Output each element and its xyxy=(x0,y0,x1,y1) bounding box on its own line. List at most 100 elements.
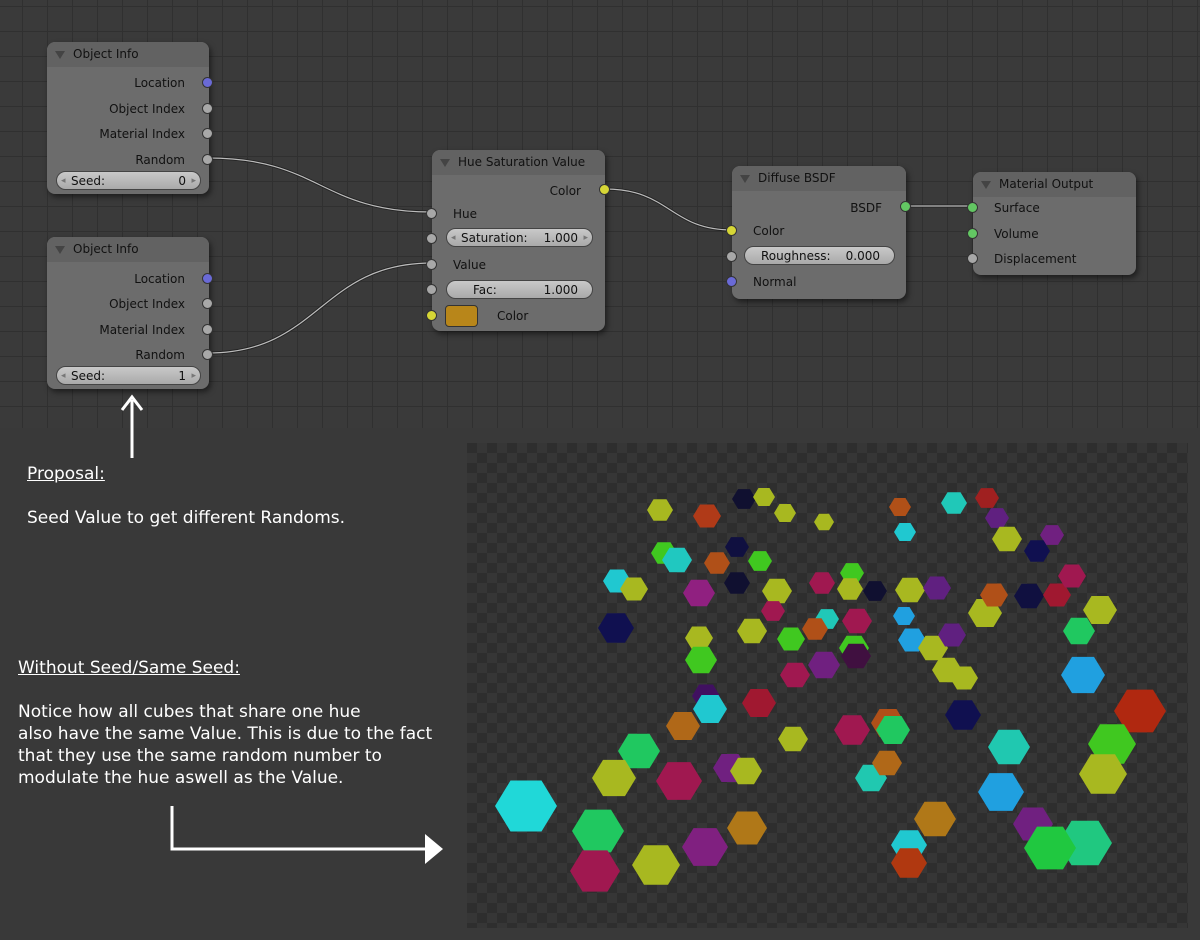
cube xyxy=(980,583,1008,607)
socket-random[interactable] xyxy=(202,154,213,165)
cube xyxy=(725,537,749,557)
cube xyxy=(841,643,871,669)
roughness-field[interactable]: Roughness: 0.000 xyxy=(744,246,895,265)
cube xyxy=(761,601,785,621)
fac-value: 1.000 xyxy=(543,282,578,297)
socket-displacement[interactable] xyxy=(967,253,978,264)
roughness-value: 0.000 xyxy=(845,248,880,263)
node-editor[interactable]: Object Info Location Object Index Materi… xyxy=(0,0,1200,428)
cube xyxy=(732,489,756,509)
diffuse-bsdf-node[interactable]: Diffuse BSDF BSDF Color Roughness: 0.000… xyxy=(726,166,911,299)
cube xyxy=(1014,583,1044,609)
cube xyxy=(780,662,810,688)
cube xyxy=(808,651,840,679)
cube xyxy=(1079,754,1127,794)
cube xyxy=(1083,596,1117,624)
hue-saturation-value-node[interactable]: Hue Saturation Value Color Hue Saturatio… xyxy=(426,150,610,331)
cube xyxy=(662,547,692,573)
fac-field[interactable]: Fac: 1.000 xyxy=(446,280,593,299)
cube xyxy=(872,750,902,776)
cube xyxy=(898,628,926,652)
input-displacement: Displacement xyxy=(994,252,1077,266)
input-volume: Volume xyxy=(994,227,1039,241)
material-output-node[interactable]: Material Output Surface Volume Displacem… xyxy=(967,172,1136,275)
saturation-value: 1.000 xyxy=(543,230,578,245)
socket-material-index[interactable] xyxy=(202,324,213,335)
cube xyxy=(941,492,967,514)
cube xyxy=(666,712,700,740)
proposal-heading: Proposal: xyxy=(27,464,105,484)
cube xyxy=(914,801,956,837)
input-surface: Surface xyxy=(994,201,1040,215)
socket-roughness[interactable] xyxy=(726,251,737,262)
cube xyxy=(1088,724,1136,764)
cube xyxy=(863,581,887,601)
socket-random[interactable] xyxy=(202,349,213,360)
socket-location[interactable] xyxy=(202,273,213,284)
cube xyxy=(495,780,557,832)
cube xyxy=(1024,540,1050,562)
socket-color-out[interactable] xyxy=(599,184,610,195)
socket-bsdf[interactable] xyxy=(900,201,911,212)
socket-fac[interactable] xyxy=(426,284,437,295)
cubes-render xyxy=(495,488,1166,892)
output-random: Random xyxy=(135,348,185,362)
cube xyxy=(570,850,620,892)
cube xyxy=(632,845,680,885)
cube xyxy=(950,666,978,690)
socket-object-index[interactable] xyxy=(202,103,213,114)
seed-field[interactable]: Seed: 0 xyxy=(56,171,201,190)
color-swatch[interactable] xyxy=(445,305,478,327)
seed-label: Seed: xyxy=(71,368,106,383)
cube xyxy=(1114,689,1166,733)
cube xyxy=(889,498,911,516)
cube xyxy=(685,626,713,650)
input-hue: Hue xyxy=(453,207,478,221)
object-info-node-1[interactable]: Object Info Location Object Index Materi… xyxy=(47,42,213,194)
socket-color-in[interactable] xyxy=(426,310,437,321)
without-seed-text: Notice how all cubes that share one hue … xyxy=(18,701,432,789)
seed-field[interactable]: Seed: 1 xyxy=(56,366,201,385)
cube xyxy=(682,828,728,866)
socket-saturation[interactable] xyxy=(426,233,437,244)
cube xyxy=(762,578,792,604)
arrow-head xyxy=(425,834,443,864)
socket-location[interactable] xyxy=(202,77,213,88)
without-seed-heading: Without Seed/Same Seed: xyxy=(18,658,240,678)
socket-object-index[interactable] xyxy=(202,298,213,309)
cube xyxy=(598,613,634,643)
node-links xyxy=(207,156,973,355)
input-color: Color xyxy=(497,309,529,323)
socket-surface[interactable] xyxy=(967,202,978,213)
arrow-right-icon xyxy=(170,806,425,851)
saturation-field[interactable]: Saturation: 1.000 xyxy=(446,228,593,247)
node-title: Hue Saturation Value xyxy=(432,150,605,175)
output-color: Color xyxy=(549,184,581,198)
cube xyxy=(893,607,915,625)
cube xyxy=(945,700,981,730)
output-random: Random xyxy=(135,153,185,167)
cube xyxy=(737,618,767,644)
seed-value: 0 xyxy=(178,173,186,188)
cube xyxy=(891,848,927,878)
socket-normal[interactable] xyxy=(726,276,737,287)
socket-hue[interactable] xyxy=(426,208,437,219)
socket-value[interactable] xyxy=(426,259,437,270)
cube xyxy=(834,715,870,745)
seed-value: 1 xyxy=(178,368,186,383)
cube xyxy=(778,726,808,752)
saturation-label: Saturation: xyxy=(461,230,528,245)
cube xyxy=(985,508,1009,528)
socket-volume[interactable] xyxy=(967,228,978,239)
cube xyxy=(777,627,805,651)
output-material-index: Material Index xyxy=(99,127,185,141)
cube xyxy=(837,578,863,600)
proposal-text: Seed Value to get different Randoms. xyxy=(27,508,346,528)
socket-color[interactable] xyxy=(726,225,737,236)
cube xyxy=(988,729,1030,765)
cube xyxy=(620,577,648,601)
cube xyxy=(693,695,727,723)
object-info-node-2[interactable]: Object Info Location Object Index Materi… xyxy=(47,237,213,389)
cube xyxy=(748,551,772,571)
socket-material-index[interactable] xyxy=(202,128,213,139)
